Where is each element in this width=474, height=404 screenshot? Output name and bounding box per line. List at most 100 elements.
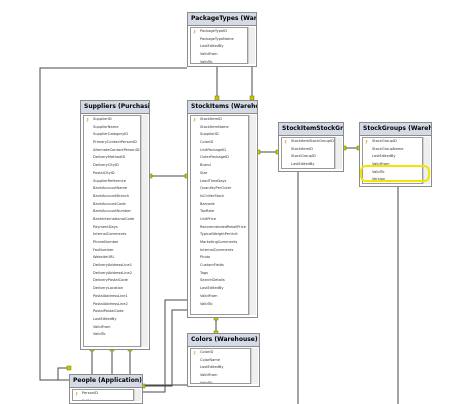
column-row[interactable]: ⚷SupplierID <box>84 116 140 124</box>
column-row[interactable]: Barcode <box>191 201 248 209</box>
column-row[interactable]: PostalAddressLine1 <box>84 293 140 301</box>
column-row[interactable]: Version <box>363 176 422 183</box>
table-title[interactable]: StockItems (Warehouse) <box>188 101 257 114</box>
table-title[interactable]: Suppliers (Purchasing) <box>81 101 149 114</box>
column-row[interactable]: SupplierReference <box>84 178 140 186</box>
column-row[interactable]: LastEditedBy <box>363 153 422 161</box>
column-row[interactable]: StockGroupName <box>363 146 422 154</box>
table-stock-groups[interactable]: StockGroups (Warehouse) ⚷StockGroupIDStoc… <box>359 122 432 187</box>
column-row[interactable]: ⚷StockItemID <box>191 116 248 124</box>
column-row[interactable]: UnitPackageID <box>191 147 248 155</box>
table-title[interactable]: People (Application) <box>70 375 142 388</box>
column-row[interactable]: PhoneNumber <box>84 239 140 247</box>
table-scrollbar[interactable] <box>423 137 430 184</box>
column-row[interactable]: SearchDetails <box>191 277 248 285</box>
column-row[interactable]: ValidFrom <box>191 293 248 301</box>
column-row[interactable]: InternalComments <box>191 247 248 255</box>
column-row[interactable]: DeliveryPostalCode <box>84 277 140 285</box>
column-row[interactable]: QuantityPerOuter <box>191 185 248 193</box>
column-row[interactable]: DeliveryMethodID <box>84 154 140 162</box>
table-scrollbar[interactable] <box>251 348 258 384</box>
column-row[interactable]: ColorID <box>191 139 248 147</box>
column-row[interactable]: ValidTo <box>363 169 422 177</box>
column-row[interactable]: LastEditedBy <box>191 285 248 293</box>
column-row[interactable]: PostalCityID <box>84 170 140 178</box>
column-row[interactable]: ⚷PersonID <box>73 390 133 398</box>
column-row[interactable]: RecommendedRetailPrice <box>191 224 248 232</box>
column-row[interactable]: ValidTo <box>191 59 247 63</box>
column-row[interactable]: StockItemName <box>191 124 248 132</box>
column-row[interactable]: ValidTo <box>84 331 140 339</box>
column-row[interactable]: StockItemID <box>282 146 334 154</box>
column-row[interactable]: ValidFrom <box>191 51 247 59</box>
column-row[interactable]: BankAccountName <box>84 185 140 193</box>
column-row[interactable]: PrimaryContactPersonID <box>84 139 140 147</box>
table-package-types[interactable]: PackageTypes (Warehouse) ⚷PackageTypeIDPa… <box>187 12 257 67</box>
column-row[interactable]: DeliveryAddressLine2 <box>84 270 140 278</box>
table-people[interactable]: People (Application)⚷PersonIDFullNamePre… <box>69 374 143 404</box>
table-title[interactable]: PackageTypes (Warehouse) <box>188 13 256 26</box>
column-row[interactable]: ValidTo <box>191 301 248 309</box>
column-name: ColorName <box>200 357 220 362</box>
column-row[interactable]: WebsiteURL <box>84 254 140 262</box>
table-title[interactable]: Colors (Warehouse) <box>188 334 259 347</box>
column-row[interactable]: TypicalWeightPerUnit <box>191 231 248 239</box>
column-row[interactable]: Tags <box>191 270 248 278</box>
column-row[interactable]: TaxRate <box>191 208 248 216</box>
column-row[interactable]: PaymentDays <box>84 224 140 232</box>
column-row[interactable]: ValidFrom <box>84 324 140 332</box>
table-title[interactable]: StockItemStockGroups (Wa <box>279 123 343 136</box>
column-row[interactable]: FaxNumber <box>84 247 140 255</box>
column-row[interactable]: ⚷PackageTypeID <box>191 28 247 36</box>
table-scrollbar[interactable] <box>248 27 255 64</box>
column-row[interactable]: DeliveryCityID <box>84 162 140 170</box>
column-row[interactable]: DeliveryLocation <box>84 285 140 293</box>
column-row[interactable]: ⚷StockItemStockGroupID <box>282 138 334 146</box>
table-scrollbar[interactable] <box>335 137 342 169</box>
column-row[interactable]: CustomFields <box>191 262 248 270</box>
column-row[interactable]: PackageTypeName <box>191 36 247 44</box>
column-row[interactable]: ⚷ColorID <box>191 349 250 357</box>
column-row[interactable]: Brand <box>191 162 248 170</box>
table-stock-item-stock-groups[interactable]: StockItemStockGroups (Wa ⚷StockItemStockG… <box>278 122 344 172</box>
column-row[interactable]: ValidTo <box>191 380 250 383</box>
column-row[interactable]: ValidFrom <box>363 161 422 169</box>
table-stock-items[interactable]: StockItems (Warehouse) ⚷StockItemIDStockI… <box>187 100 258 318</box>
column-name: LastEditedBy <box>93 316 117 321</box>
column-row[interactable]: LastEditedBy <box>84 316 140 324</box>
column-row[interactable]: ValidFrom <box>191 372 250 380</box>
column-row[interactable]: LastEditedBy <box>191 364 250 372</box>
column-row[interactable]: SupplierID <box>191 131 248 139</box>
column-row[interactable]: OuterPackageID <box>191 154 248 162</box>
column-row[interactable]: UnitPrice <box>191 216 248 224</box>
table-title[interactable]: StockGroups (Warehouse) <box>360 123 431 136</box>
column-row[interactable]: LastEditedBy <box>282 161 334 168</box>
column-row[interactable]: PostalPostalCode <box>84 308 140 316</box>
column-row[interactable]: DeliveryAddressLine1 <box>84 262 140 270</box>
table-scrollbar[interactable] <box>134 389 141 401</box>
column-row[interactable]: MarketingComments <box>191 239 248 247</box>
column-row[interactable]: Photo <box>191 254 248 262</box>
column-row[interactable]: StockGroupID <box>282 153 334 161</box>
column-row[interactable]: ColorName <box>191 357 250 365</box>
column-row[interactable]: BankAccountNumber <box>84 208 140 216</box>
column-row[interactable]: Size <box>191 170 248 178</box>
column-row[interactable]: AlternateContactPersonID <box>84 147 140 155</box>
column-row[interactable]: ⚷StockGroupID <box>363 138 422 146</box>
column-row[interactable]: BankInternationalCode <box>84 216 140 224</box>
column-row[interactable]: IsChillerStock <box>191 193 248 201</box>
column-row[interactable]: PostalAddressLine2 <box>84 301 140 309</box>
column-row[interactable]: FullName <box>73 398 133 400</box>
column-row[interactable]: LastEditedBy <box>191 43 247 51</box>
column-row[interactable]: LeadTimeDays <box>191 178 248 186</box>
table-suppliers[interactable]: Suppliers (Purchasing)⚷SupplierIDSupplie… <box>80 100 150 350</box>
column-row[interactable]: BankAccountBranch <box>84 193 140 201</box>
column-row[interactable]: InternalComments <box>84 231 140 239</box>
column-row[interactable]: SupplierCategoryID <box>84 131 140 139</box>
table-scrollbar[interactable] <box>141 115 148 347</box>
column-row[interactable]: SupplierName <box>84 124 140 132</box>
table-scrollbar[interactable] <box>249 115 256 315</box>
column-row[interactable]: BankAccountCode <box>84 201 140 209</box>
